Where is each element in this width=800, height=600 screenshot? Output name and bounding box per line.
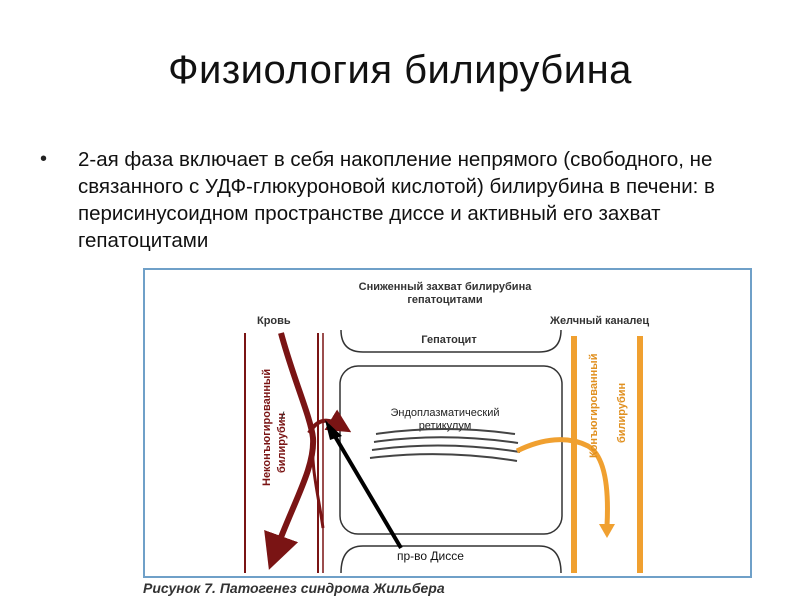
- bullet-item: • 2-ая фаза включает в себя накопление н…: [40, 146, 770, 254]
- bullet-list: • 2-ая фаза включает в себя накопление н…: [40, 146, 770, 254]
- conjugated-bilirubin-label-line2: билирубин: [616, 383, 628, 443]
- er-label-line1: Эндоплазматический: [390, 407, 499, 419]
- unconjugated-bilirubin-label-line1: Неконъюгированный: [261, 369, 273, 486]
- gilbert-syndrome-diagram: Сниженный захват билирубина гепатоцитами…: [143, 268, 752, 578]
- bullet-text: 2-ая фаза включает в себя накопление неп…: [78, 146, 768, 254]
- blood-label: Кровь: [257, 315, 291, 327]
- figure-title-line2: гепатоцитами: [407, 294, 482, 306]
- hepatocyte-label: Гепатоцит: [421, 334, 477, 346]
- disse-space-label: пр-во Диссе: [397, 549, 464, 563]
- slide-title: Физиология билирубина: [0, 48, 800, 93]
- figure-caption: Рисунок 7. Патогенез синдрома Жильбера: [143, 580, 445, 596]
- bile-canaliculus-label: Желчный каналец: [549, 315, 649, 327]
- diagram-canvas: Сниженный захват билирубина гепатоцитами…: [143, 268, 752, 578]
- bullet-dot-icon: •: [40, 146, 78, 254]
- figure-title-line1: Сниженный захват билирубина: [359, 281, 533, 293]
- conjugated-bilirubin-label-line1: Конъюгированный: [588, 354, 600, 458]
